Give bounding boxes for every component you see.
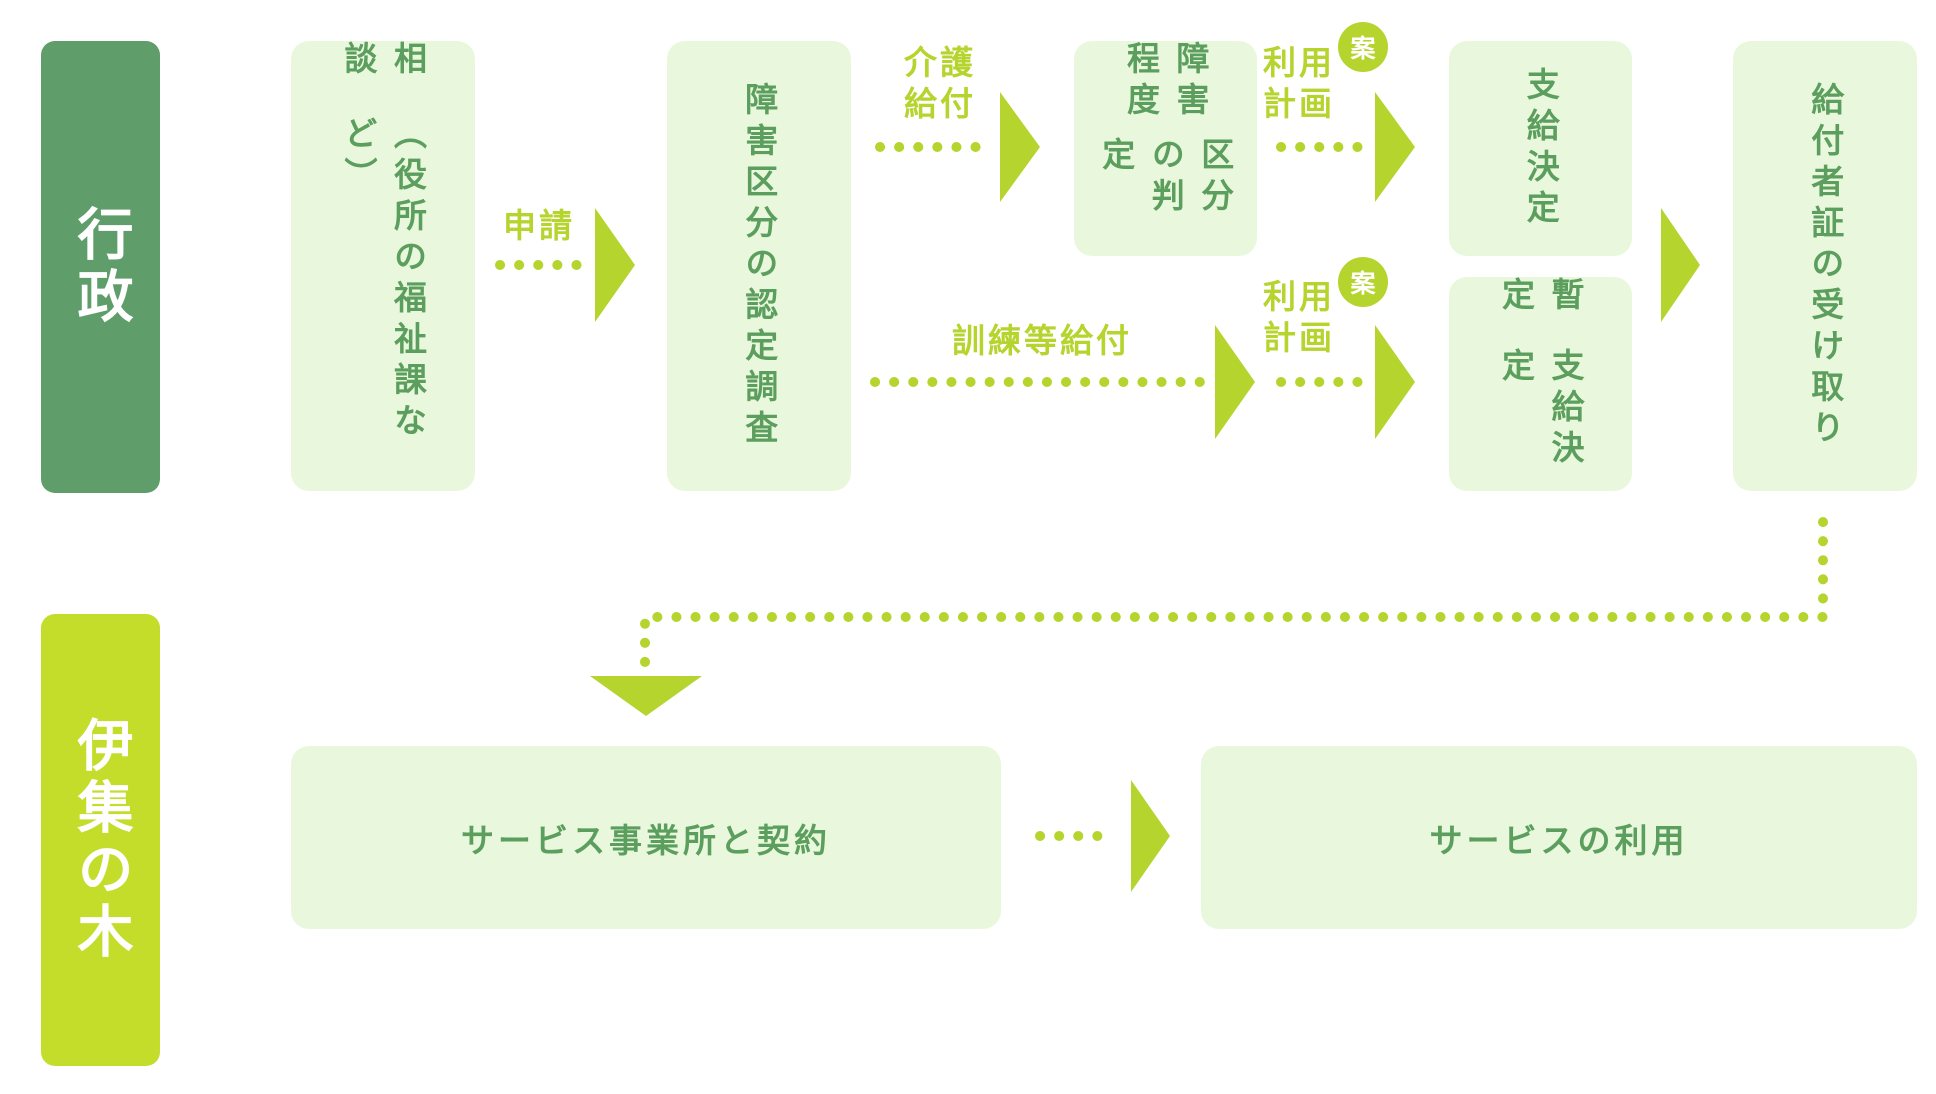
level-line2: 区分の判定 bbox=[1096, 136, 1235, 219]
arrow-contract-to-use bbox=[1131, 780, 1170, 892]
certificate-line2: 受け取り bbox=[1805, 286, 1845, 451]
badge-draft-top: 案 bbox=[1338, 22, 1388, 72]
box-survey: 障害区分の 認定調査 bbox=[667, 41, 851, 491]
survey-line1: 障害区分の bbox=[739, 81, 779, 287]
box-disability-level: 障害程度 区分の判定 bbox=[1074, 41, 1257, 256]
arrow-plan-top bbox=[1375, 92, 1415, 202]
box-provisional-decision: 暫定 支給決定 bbox=[1449, 277, 1632, 491]
label-care-benefit: 介護 給付 bbox=[904, 42, 976, 125]
service-use-label: サービスの利用 bbox=[1429, 820, 1689, 860]
arrow-care bbox=[1000, 92, 1040, 202]
contract-label: サービス事業所と契約 bbox=[461, 820, 831, 860]
provisional-line2: 支給決定 bbox=[1496, 348, 1586, 472]
level-line1: 障害程度 bbox=[1121, 41, 1211, 123]
label-plan-bottom-line1: 利用 bbox=[1263, 277, 1335, 316]
box-consultation: 相談 （役所の福祉課など） bbox=[291, 41, 475, 491]
consultation-sub: （役所の福祉課など） bbox=[339, 116, 428, 444]
lane-ijunoki: 伊集の木 bbox=[41, 614, 160, 1066]
arrow-apply bbox=[595, 208, 635, 322]
dotted-line-return bbox=[640, 517, 1828, 670]
label-apply: 申請 bbox=[503, 206, 575, 245]
decision-label: 支給決定 bbox=[1521, 66, 1561, 231]
label-training-benefit: 訓練等給付 bbox=[952, 321, 1132, 360]
box-decision: 支給決定 bbox=[1449, 41, 1632, 256]
label-plan-top-line1: 利用 bbox=[1263, 43, 1335, 82]
label-care-line2: 給付 bbox=[904, 84, 976, 124]
survey-line2: 認定調査 bbox=[739, 286, 779, 451]
lane-gyosei: 行政 bbox=[41, 41, 160, 493]
label-plan-top: 利用 計画 bbox=[1263, 42, 1335, 125]
box-service-use: サービスの利用 bbox=[1201, 746, 1917, 929]
arrow-training bbox=[1215, 325, 1255, 439]
label-plan-bottom-line2: 計画 bbox=[1263, 318, 1335, 358]
certificate-line1: 給付者証の bbox=[1805, 81, 1845, 287]
box-certificate: 給付者証の 受け取り bbox=[1733, 41, 1917, 491]
box-contract: サービス事業所と契約 bbox=[291, 746, 1001, 929]
badge-draft-bottom: 案 bbox=[1338, 257, 1388, 307]
provisional-line1: 暫定 bbox=[1496, 277, 1586, 318]
arrow-plan-bottom bbox=[1375, 325, 1415, 439]
label-care-line1: 介護 bbox=[904, 43, 976, 82]
consultation-title: 相談 bbox=[339, 41, 428, 82]
arrow-to-certificate bbox=[1661, 208, 1700, 322]
arrow-down-to-contract bbox=[590, 676, 702, 716]
lane-gyosei-label: 行政 bbox=[68, 205, 133, 329]
label-plan-top-line2: 計画 bbox=[1263, 84, 1335, 124]
lane-ijunoki-label: 伊集の木 bbox=[68, 716, 133, 964]
label-plan-bottom: 利用 計画 bbox=[1263, 276, 1335, 359]
